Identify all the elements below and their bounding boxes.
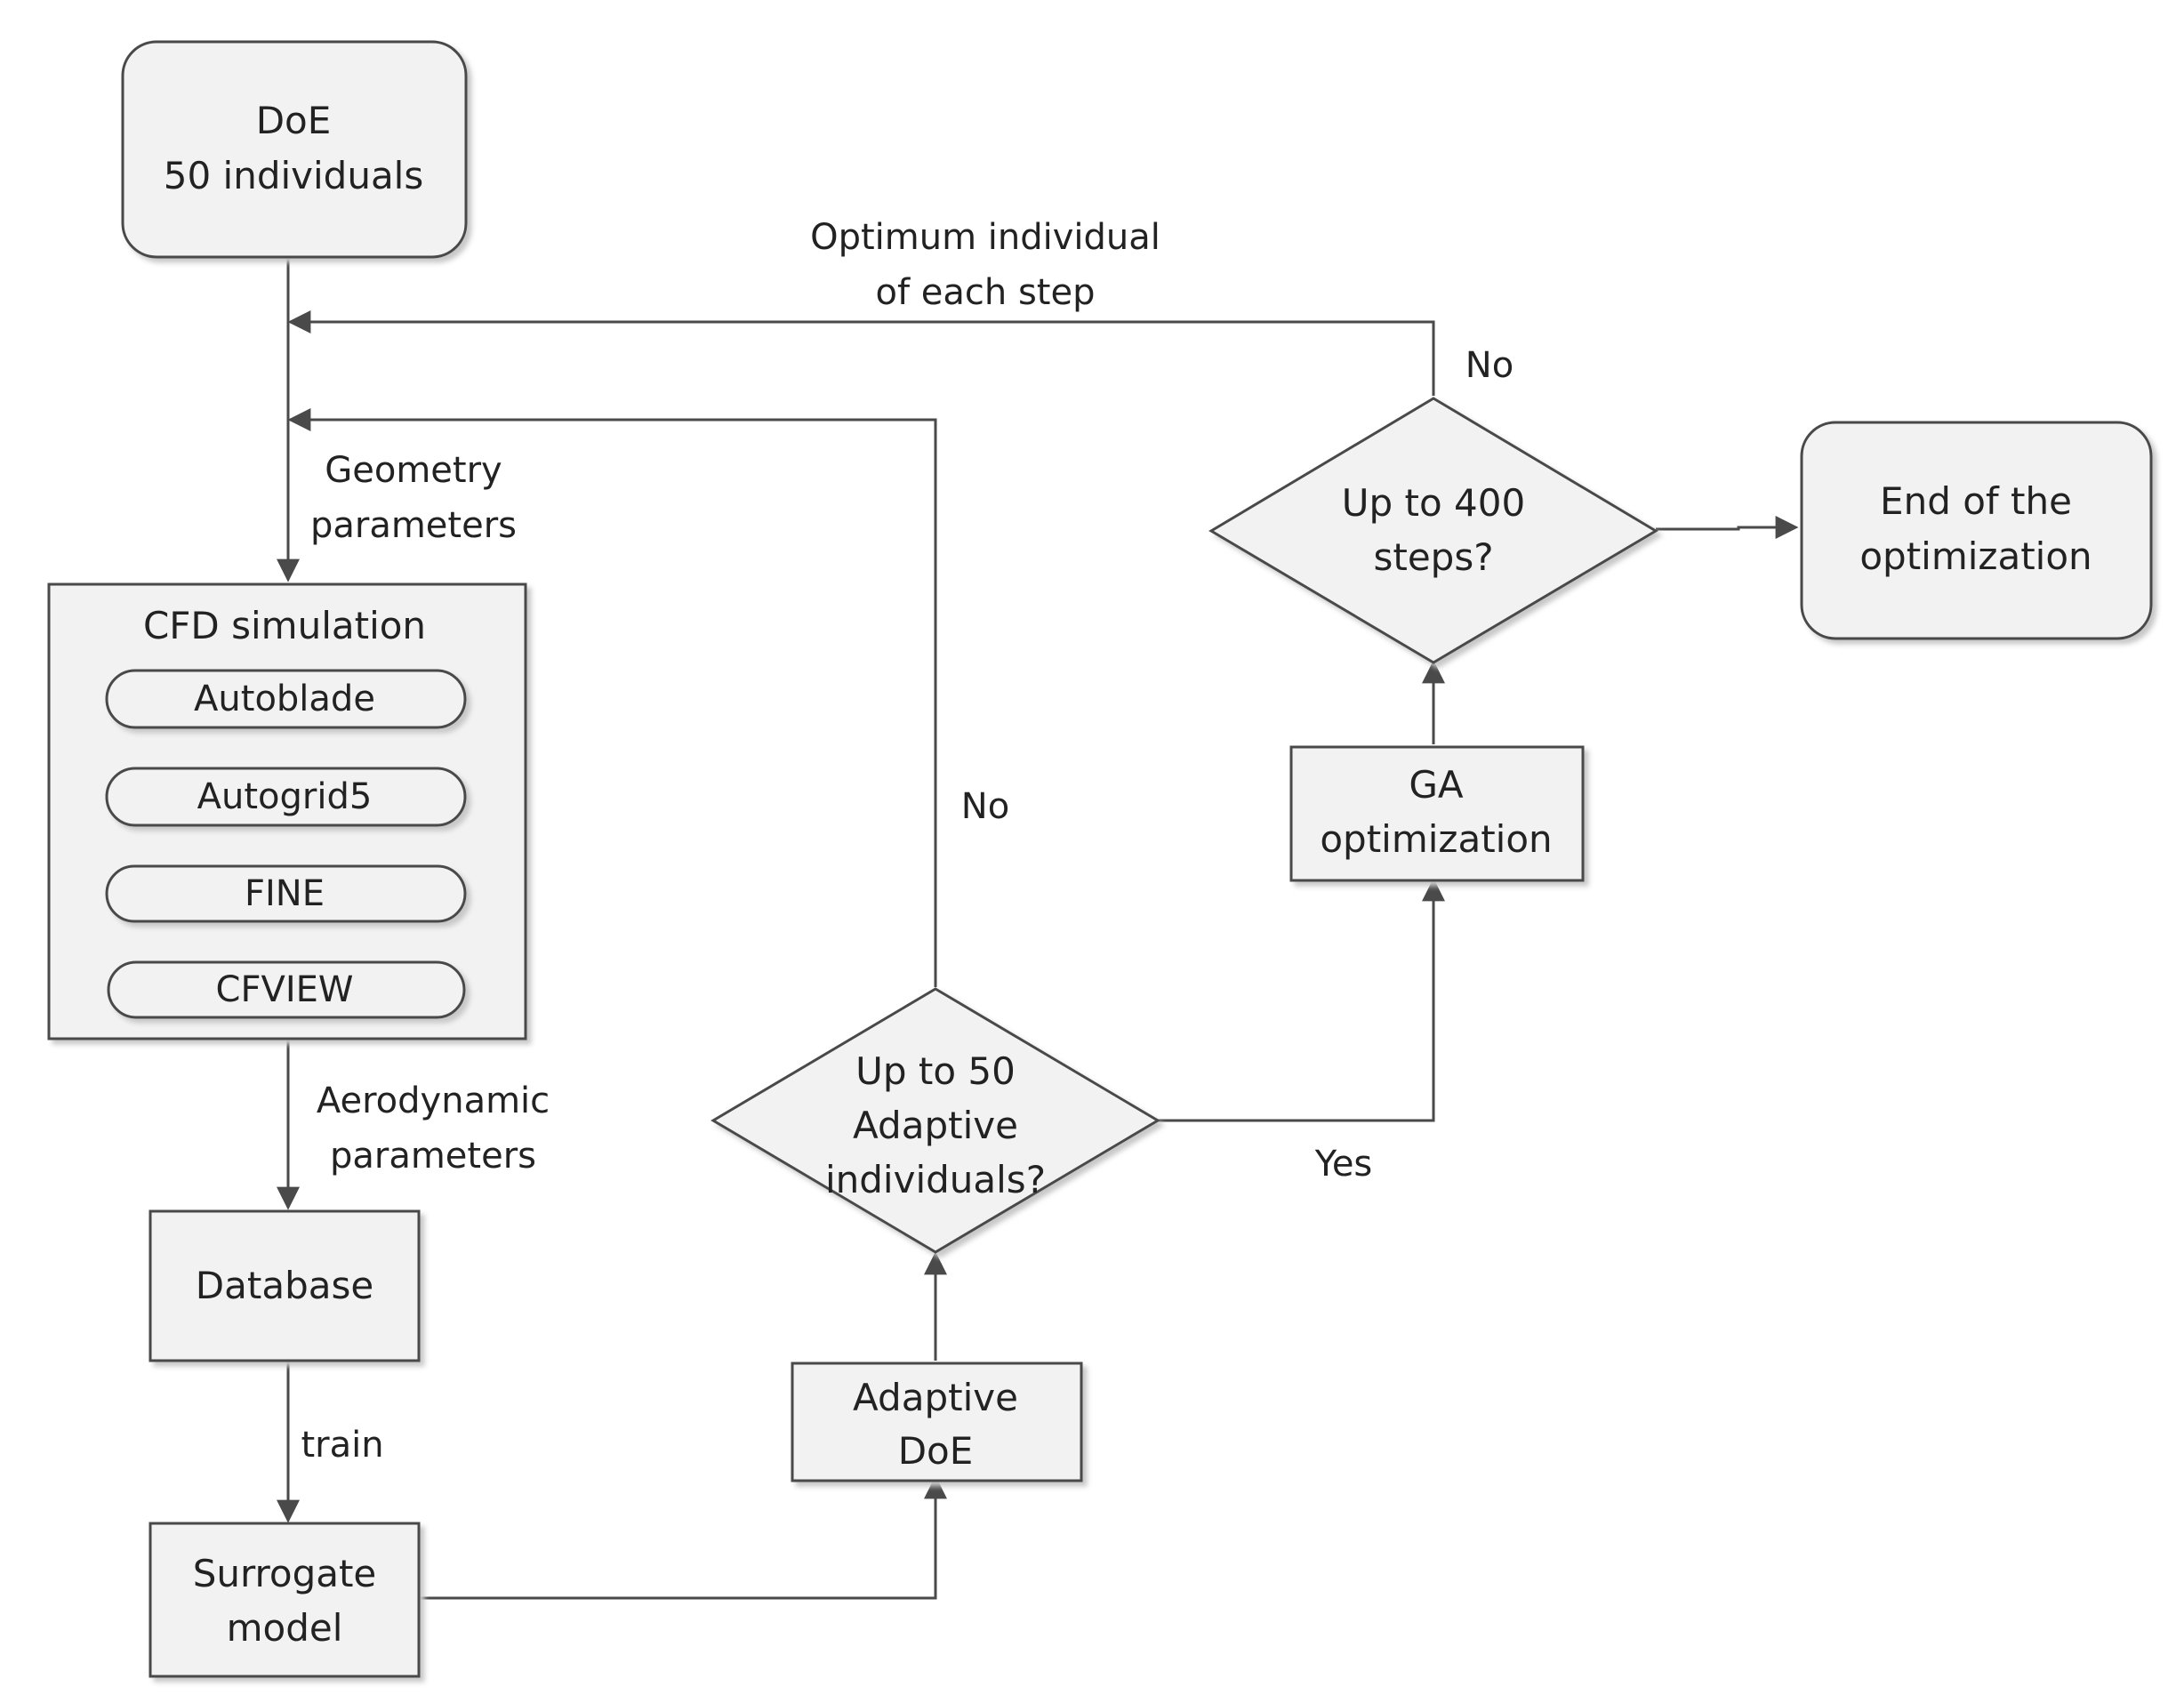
decision-400-line-1: Up to 400 xyxy=(1342,481,1525,525)
fine-step: FINE xyxy=(105,864,467,923)
adaptive-doe-node: Adaptive DoE xyxy=(791,1362,1083,1482)
aero-label-line-1: Aerodynamic xyxy=(317,1080,550,1121)
yes-label: Yes xyxy=(1314,1144,1373,1185)
cfd-simulation-group: CFD simulation Autoblade Autogrid5 FINE … xyxy=(47,582,527,1040)
geometry-label-line-1: Geometry xyxy=(325,450,502,491)
decision-400-line-2: steps? xyxy=(1373,535,1493,579)
cfview-label: CFVIEW xyxy=(216,969,354,1010)
doe-label-line-2: 50 individuals xyxy=(164,154,424,197)
optimum-label-line-2: of each step xyxy=(876,272,1096,313)
autoblade-step: Autoblade xyxy=(105,669,467,729)
decision-400-steps: Up to 400 steps? xyxy=(1208,397,1658,664)
database-node: Database xyxy=(149,1209,421,1362)
surrogate-label-line-1: Surrogate xyxy=(193,1552,377,1595)
ga-label-line-1: GA xyxy=(1409,763,1464,807)
adaptive-doe-label-line-2: DoE xyxy=(898,1429,974,1473)
database-label: Database xyxy=(196,1264,373,1307)
adaptive-doe-label-line-1: Adaptive xyxy=(853,1376,1018,1419)
edge-decision-50-no-loop xyxy=(287,408,937,987)
autoblade-label: Autoblade xyxy=(194,679,375,719)
geometry-label-line-2: parameters xyxy=(310,505,517,546)
edge-decision-400-to-end xyxy=(1656,516,1799,539)
surrogate-model-node: Surrogate model xyxy=(149,1522,421,1678)
decision-50-line-1: Up to 50 xyxy=(855,1049,1016,1093)
train-label: train xyxy=(301,1425,383,1466)
decision-50-line-3: individuals? xyxy=(825,1158,1046,1201)
edge-decision-400-no-loop xyxy=(287,310,1435,396)
doe-label-line-1: DoE xyxy=(256,99,332,142)
end-node: End of the optimization xyxy=(1800,421,2153,640)
end-label-line-1: End of the xyxy=(1880,479,2072,523)
edge-surrogate-to-adaptive-doe xyxy=(420,1475,947,1600)
ga-optimization-node: GA optimization xyxy=(1289,745,1585,882)
surrogate-label-line-2: model xyxy=(227,1606,343,1650)
autogrid-label: Autogrid5 xyxy=(197,776,373,817)
edge-decision-50-yes-to-ga xyxy=(1158,878,1445,1122)
autogrid-step: Autogrid5 xyxy=(105,767,467,827)
decision-50-line-2: Adaptive xyxy=(853,1104,1018,1147)
edge-labels: Optimum individual of each step No Geome… xyxy=(301,217,1514,1466)
decision-50-adaptive: Up to 50 Adaptive individuals? xyxy=(711,987,1160,1254)
optimum-label-line-1: Optimum individual xyxy=(810,217,1160,258)
ga-label-line-2: optimization xyxy=(1320,817,1552,861)
no-label-mid: No xyxy=(961,786,1009,827)
cfd-simulation-title: CFD simulation xyxy=(143,604,426,647)
doe-start-node: DoE 50 individuals xyxy=(121,40,468,259)
fine-label: FINE xyxy=(245,873,325,914)
end-label-line-2: optimization xyxy=(1859,534,2092,578)
cfview-step: CFVIEW xyxy=(107,960,466,1019)
aero-label-line-2: parameters xyxy=(330,1136,536,1177)
no-label-top: No xyxy=(1465,345,1514,386)
